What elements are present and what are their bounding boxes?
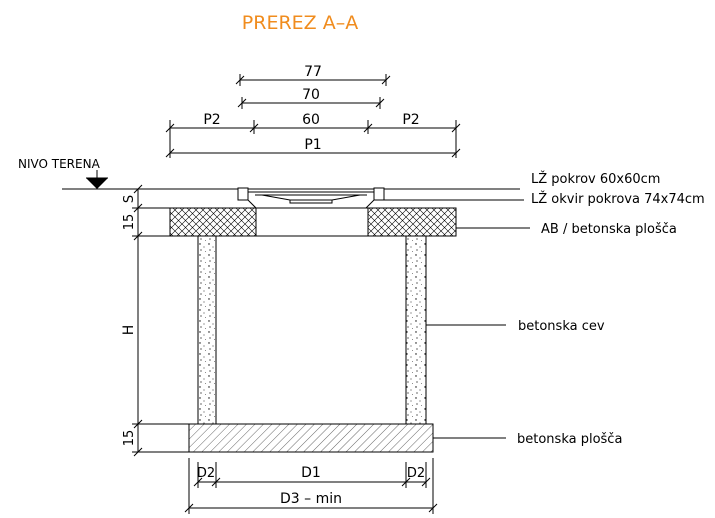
dim-70-label: 70: [302, 87, 320, 103]
callout-frame: LŽ okvir pokrova 74x74cm: [531, 191, 705, 207]
manhole-cover: [237, 187, 385, 209]
top-dimensions: 77 70 P2 60 P2 P1: [165, 64, 461, 158]
callouts: LŽ pokrov 60x60cm LŽ okvir pokrova 74x74…: [384, 171, 705, 447]
dim-base-15-label: 15: [122, 430, 137, 447]
drawing-title: PREREZ A–A: [242, 12, 358, 34]
concrete-pipe: [197, 235, 427, 425]
dim-d2-left-label: D2: [197, 466, 215, 481]
dim-slab-15-label: 15: [122, 214, 137, 231]
dim-p2-right-label: P2: [402, 112, 419, 128]
callout-base: betonska plošča: [517, 432, 622, 447]
dim-p2-left-label: P2: [203, 112, 220, 128]
bottom-dimensions: D2 D1 D2 D3 – min: [184, 458, 438, 514]
dim-77-label: 77: [304, 64, 322, 80]
dim-d2-right-label: D2: [407, 466, 425, 481]
dim-60-label: 60: [302, 112, 320, 128]
dim-d3-label: D3 – min: [280, 491, 342, 507]
dim-s-label: S: [122, 195, 137, 203]
callout-slab: AB / betonska plošča: [541, 222, 677, 237]
dim-h-label: H: [121, 325, 137, 336]
ground-level-marker-icon: [86, 178, 108, 189]
left-dimensions: S 15 H 15: [121, 184, 189, 457]
ground-level: NIVO TERENA: [18, 157, 520, 190]
callout-pipe: betonska cev: [518, 319, 605, 334]
callout-cover: LŽ pokrov 60x60cm: [531, 171, 660, 187]
dim-d1-label: D1: [301, 465, 321, 481]
base-slab: [188, 423, 434, 453]
ground-level-label: NIVO TERENA: [18, 157, 101, 171]
dim-p1-label: P1: [304, 137, 321, 153]
ab-slab: [169, 207, 457, 237]
